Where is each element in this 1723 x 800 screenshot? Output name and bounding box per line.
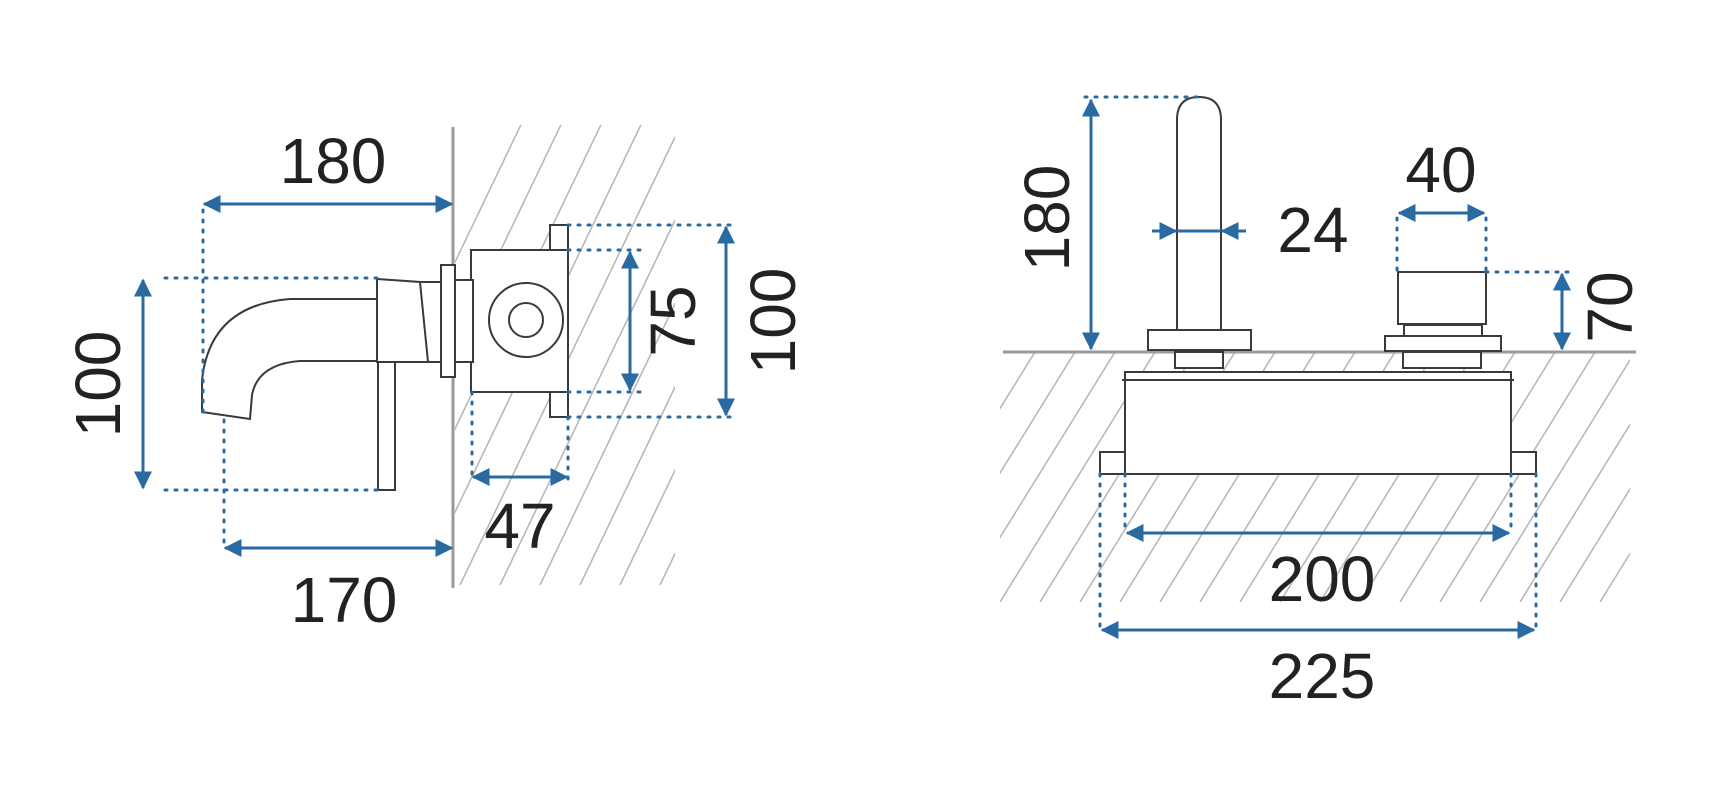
faucet-side <box>201 277 441 491</box>
spout-base <box>1147 329 1252 351</box>
hatch-line <box>539 302 675 585</box>
handle-rosette <box>1384 335 1502 352</box>
flange-plate <box>440 264 456 378</box>
label-outer-height: 100 <box>737 268 809 375</box>
hatch-line <box>1519 423 1630 602</box>
hatch-line <box>579 385 675 585</box>
label-spout-diameter: 24 <box>1277 194 1348 266</box>
label-inner-height: 75 <box>637 285 709 356</box>
hatch-line <box>1559 487 1630 602</box>
label-outer-width: 225 <box>1269 640 1376 712</box>
label-inner-width: 200 <box>1269 543 1376 615</box>
valve-ring <box>488 282 564 358</box>
valve-center <box>508 302 544 338</box>
box-collar <box>454 279 474 363</box>
hatch-line <box>1599 552 1630 602</box>
label-side-height: 100 <box>62 331 134 438</box>
hatch-line <box>1640 352 1723 602</box>
spout-curve <box>201 298 379 421</box>
handle-collar <box>1403 324 1483 337</box>
box-foot-right <box>1507 451 1537 475</box>
side-dimension-lines <box>134 195 735 557</box>
label-handle-height: 70 <box>1574 271 1646 342</box>
lever-handle <box>377 361 396 491</box>
hatch-line <box>455 125 522 264</box>
spout-pipe <box>1176 95 1222 331</box>
front-dimension-lines <box>1082 98 1571 639</box>
side-view: 180 170 100 47 75 100 <box>62 125 809 636</box>
hatch-line <box>455 125 562 348</box>
hatch-line <box>619 468 675 585</box>
hatch-line <box>840 352 995 602</box>
handle-connector <box>1402 351 1482 369</box>
label-handle-width: 40 <box>1405 134 1476 206</box>
side-dimension-labels: 180 170 100 47 75 100 <box>62 125 809 636</box>
front-extension-lines <box>1083 95 1570 632</box>
spout-front <box>1147 95 1252 369</box>
box-main <box>1124 371 1512 475</box>
hatch-line <box>1439 352 1596 602</box>
spout-connector <box>1174 351 1224 369</box>
label-spout-height: 180 <box>1011 165 1083 272</box>
label-box-depth: 47 <box>484 490 555 562</box>
label-spout-length: 170 <box>291 564 398 636</box>
front-view: 180 24 40 70 200 225 <box>840 95 1723 712</box>
hatch-line <box>1000 352 1036 410</box>
hatch-line <box>1000 352 1116 539</box>
hatch-line <box>1000 352 1076 475</box>
hatch-line <box>499 218 675 585</box>
handle-knob <box>1397 271 1487 325</box>
handle-front <box>1384 271 1502 369</box>
lever-body <box>376 277 430 363</box>
concealed-box <box>1099 371 1537 475</box>
hatch-line <box>459 135 675 585</box>
hatch-line <box>1399 352 1556 602</box>
label-spout-projection: 180 <box>280 125 387 197</box>
front-dimension-labels: 180 24 40 70 200 225 <box>1011 134 1646 712</box>
hatch-line <box>1479 358 1630 602</box>
box-foot-left <box>1099 451 1129 475</box>
mixer-box <box>440 224 569 418</box>
